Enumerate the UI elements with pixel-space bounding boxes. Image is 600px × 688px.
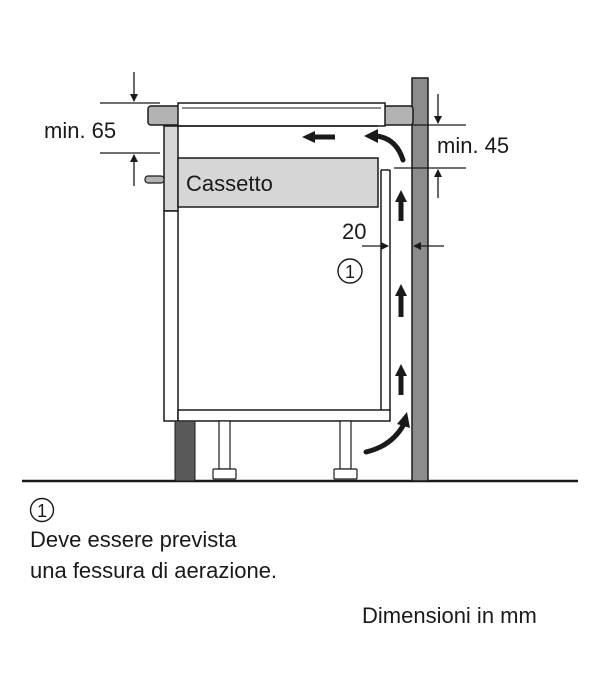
drawer-handle [144,175,165,184]
legend-line-2: una fessura di aerazione. [30,558,278,583]
dim-45-label: min. 45 [437,133,509,158]
legend-callout-icon: 1 [29,497,55,523]
airflow-curve-top-head [364,129,378,143]
leg-front-foot [212,468,237,480]
cabinet-bottom-panel [177,409,391,422]
legend-number: 1 [37,501,47,521]
airflow-arrow-up-2 [395,284,407,317]
callout-circle [337,258,363,284]
callout-number: 1 [345,262,355,282]
units-note: Dimensioni in mm [362,603,537,628]
dim-65-label: min. 65 [44,118,116,143]
legend-line-1: Deve essere prevista [30,527,237,552]
worktop-left [147,105,181,126]
cabinet-front-upper [163,125,179,212]
cooktop [177,102,386,127]
cabinet-front-lower [163,210,179,422]
airflow-curve-bottom [363,421,407,455]
airflow-arrow-up-1 [395,364,407,395]
wall [411,77,429,482]
worktop-right [382,105,414,126]
leg-front [218,420,231,470]
leg-rear [339,420,352,470]
airflow-arrow-left [302,131,335,143]
plinth [174,420,196,482]
airflow-curve-bottom-head [397,412,410,428]
airflow-curve-top [373,133,406,163]
airflow-arrow-up-3 [395,190,407,221]
drawer-label: Cassetto [186,171,273,196]
installation-diagram: Cassetto min. 65 min. 45 20 1 [22,72,578,483]
dim-20-label: 20 [342,219,366,244]
drawer [177,157,379,208]
leg-rear-foot [333,468,358,480]
